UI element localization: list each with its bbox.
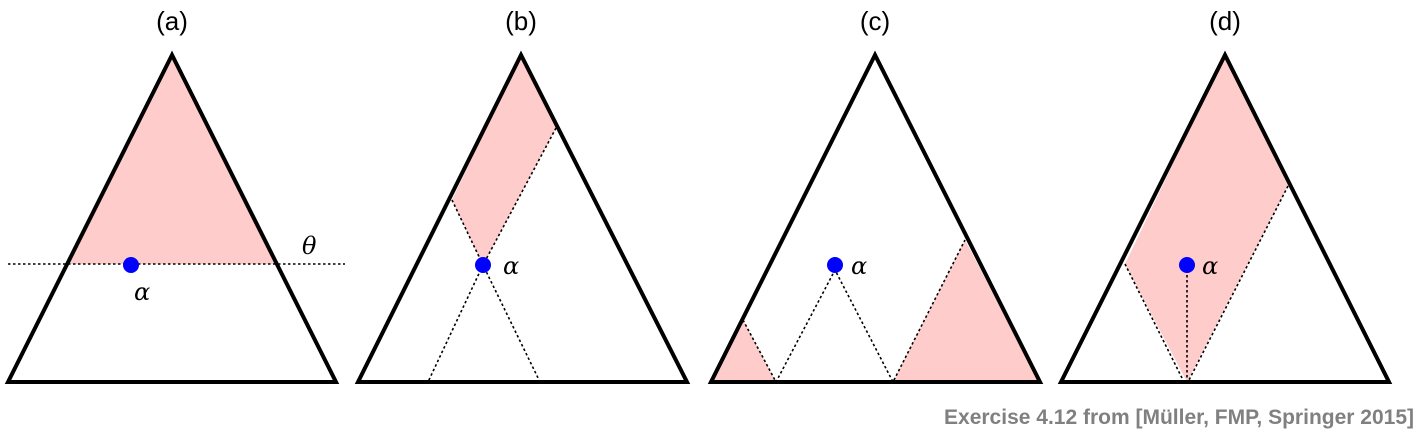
panel-c: (c) α <box>707 6 1044 384</box>
panel-b: (b) α <box>354 6 691 384</box>
point-label: α <box>1202 252 1218 280</box>
alpha-point <box>827 257 843 273</box>
shaded-region <box>711 320 776 382</box>
panel-label: (c) <box>860 6 890 36</box>
triangle <box>4 50 340 384</box>
shaded-region <box>452 55 556 265</box>
point-label: α <box>134 278 150 306</box>
shaded-region <box>1125 55 1288 382</box>
panel-label: (a) <box>156 6 188 36</box>
dotted-line <box>1124 263 1185 383</box>
caption: Exercise 4.12 from [Müller, FMP, Springe… <box>944 406 1414 429</box>
point-label: α <box>851 252 867 280</box>
line-label: θ <box>302 232 317 260</box>
dotted-line <box>1187 185 1289 383</box>
point-label: α <box>503 252 519 280</box>
triangle <box>707 50 1044 384</box>
alpha-point <box>123 257 139 273</box>
panel-label: (d) <box>1209 6 1241 36</box>
alpha-point <box>475 257 491 273</box>
triangle <box>354 50 691 384</box>
triangle <box>1057 50 1393 384</box>
panel-a: (a) α θ <box>4 6 345 384</box>
panel-label: (b) <box>505 6 537 36</box>
alpha-point <box>1179 257 1195 273</box>
shaded-region <box>67 55 275 264</box>
shaded-region <box>893 240 1040 382</box>
panel-d: (d) α <box>1057 6 1393 384</box>
